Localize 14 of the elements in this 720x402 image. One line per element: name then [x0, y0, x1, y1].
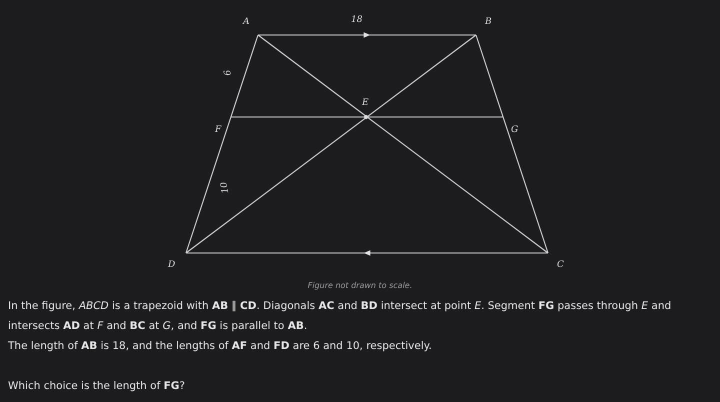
vertex-label: C — [557, 261, 564, 270]
vertex-label: F — [215, 126, 222, 135]
given-text: The length of AB is 18, and the lengths of AF and FD are 6 and 10, respectively. — [8, 339, 433, 354]
length-label: 10 — [220, 181, 232, 194]
length-label: 18 — [351, 16, 362, 25]
vertex-label: E — [362, 99, 369, 108]
question-text: Which choice is the length of FG? — [8, 379, 186, 394]
vertex-label: B — [485, 18, 492, 27]
length-label: 6 — [224, 68, 234, 76]
figure-caption: Figure not drawn to scale. — [308, 281, 412, 290]
vertex-label: D — [168, 261, 176, 270]
problem-text: In the figure, ABCD is a trapezoid with AB ∥ CD. Diagonals AC and BD intersect at point E. Segment FG passes through E and intersects AD at F and BC at G, and FG is parallel to AB. — [8, 299, 672, 334]
vertex-label: A — [243, 18, 250, 27]
vertex-label: G — [511, 126, 518, 135]
